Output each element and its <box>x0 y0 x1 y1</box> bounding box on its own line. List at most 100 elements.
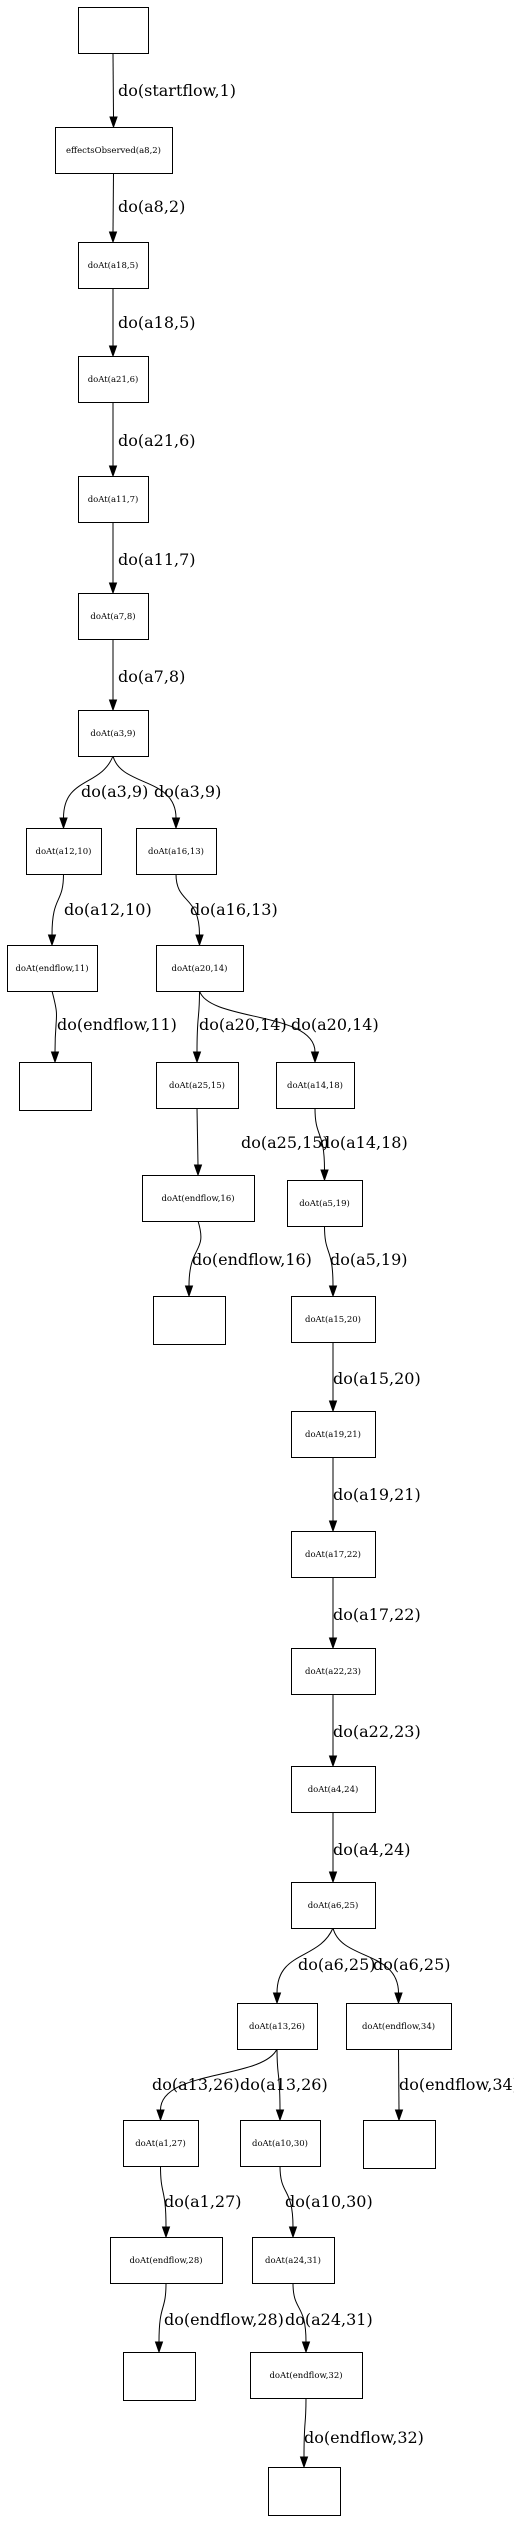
node-n-end-11: doAt(endflow,11) <box>7 945 98 992</box>
node-box <box>78 710 149 757</box>
arrowhead <box>171 817 181 830</box>
node-box <box>142 1175 255 1222</box>
node-box <box>291 1411 376 1458</box>
node-n-a1-27: doAt(a1,27) <box>123 2120 199 2167</box>
node-box <box>26 828 102 875</box>
node-n-a11-7: doAt(a11,7) <box>78 476 149 523</box>
edge-line <box>112 172 114 233</box>
edge-line <box>199 990 316 1053</box>
arrowhead <box>328 1520 338 1533</box>
edge-a3-9-right: do(a3,9) <box>112 755 221 830</box>
arrowhead <box>301 2341 311 2354</box>
node-box <box>291 1766 376 1813</box>
edge-line <box>51 873 64 936</box>
edge-a11-7: do(a11,7) <box>108 522 196 595</box>
node-box <box>123 2120 199 2167</box>
node-box <box>78 7 149 54</box>
edge-label: do(endflow,11) <box>57 1015 177 1034</box>
node-box <box>156 945 244 992</box>
edge-label: do(a17,22) <box>333 1605 421 1624</box>
node-n-end-28: doAt(endflow,28) <box>110 2237 223 2284</box>
node-label: doAt(a1,27) <box>135 2138 186 2149</box>
arrowhead <box>328 1637 338 1650</box>
edge-label: do(a10,30) <box>285 2192 373 2211</box>
edge-a24-31: do(a24,31) <box>285 2282 373 2354</box>
node-n-end-34: doAt(endflow,34) <box>346 2003 452 2050</box>
edge-label: do(a19,21) <box>333 1485 421 1504</box>
node-label: doAt(endflow,34) <box>362 2021 435 2032</box>
node-box <box>7 945 98 992</box>
node-label: doAt(a12,10) <box>36 846 92 857</box>
node-box <box>123 2352 196 2401</box>
node-leaf-11 <box>19 1062 92 1111</box>
edge-label: do(a4,24) <box>333 1840 411 1859</box>
edge-a20-14-right: do(a20,14) <box>199 990 379 1064</box>
arrowhead <box>328 1285 338 1298</box>
edge-label: do(endflow,34) <box>399 2075 514 2094</box>
node-n-a24-31: doAt(a24,31) <box>252 2237 335 2284</box>
edge-label: do(endflow,28) <box>164 2310 284 2329</box>
edge-a15-20: do(a15,20) <box>328 1342 421 1413</box>
edge-label: do(a1,27) <box>164 2192 242 2211</box>
node-box <box>250 2352 363 2399</box>
node-box <box>55 127 173 174</box>
node-box <box>291 1882 376 1929</box>
node-label: doAt(endflow,32) <box>269 2370 342 2381</box>
edge-label: do(a3,9) <box>81 782 148 801</box>
edge-endflow-28: do(endflow,28) <box>154 2282 284 2354</box>
node-box <box>276 1062 355 1109</box>
edge-label: do(a20,14) <box>199 1015 287 1034</box>
node-box <box>19 1062 92 1111</box>
edge-label: do(a20,14) <box>291 1015 379 1034</box>
node-n-a12-10: doAt(a12,10) <box>26 828 102 875</box>
arrowhead <box>328 1400 338 1413</box>
arrowhead <box>310 1051 320 1064</box>
edge-a14-18: do(a14,18) <box>314 1107 408 1182</box>
node-n-a15-20: doAt(a15,20) <box>291 1296 376 1343</box>
edge-label: do(a5,19) <box>330 1250 408 1269</box>
edge-a22-23: do(a22,23) <box>328 1694 421 1768</box>
node-label: doAt(a6,25) <box>308 1900 359 1911</box>
node-leaf-28 <box>123 2352 196 2401</box>
edge-label: do(a3,9) <box>154 782 221 801</box>
edge-a10-30: do(a10,30) <box>279 2165 373 2239</box>
node-label: doAt(a5,19) <box>299 1198 350 1209</box>
edge-a3-9-left: do(a3,9) <box>59 755 148 830</box>
edge-a5-19: do(a5,19) <box>324 1225 408 1298</box>
arrowhead <box>161 2226 171 2239</box>
edge-line <box>292 2282 307 2343</box>
edge-label: do(endflow,16) <box>192 1250 312 1269</box>
arrowhead <box>108 582 118 595</box>
edge-endflow-32: do(endflow,32) <box>299 2397 424 2469</box>
edge-label: do(a16,13) <box>190 900 278 919</box>
node-leaf-34 <box>363 2120 436 2169</box>
arrowhead <box>192 1051 202 1064</box>
edge-a7-8: do(a7,8) <box>108 639 185 712</box>
edge-line <box>112 52 114 118</box>
edge-line <box>188 1220 202 1287</box>
edge-a19-21: do(a19,21) <box>328 1457 421 1533</box>
node-n-a17-22: doAt(a17,22) <box>291 1531 376 1578</box>
edge-a25-15: do(a25,15) <box>193 1107 329 1177</box>
node-n-a18-5: doAt(a18,5) <box>78 242 149 289</box>
node-n-a7-8: doAt(a7,8) <box>78 593 149 640</box>
node-label: doAt(a3,9) <box>90 728 135 739</box>
node-box <box>110 2237 223 2284</box>
edge-endflow-16: do(endflow,16) <box>184 1220 312 1298</box>
node-box <box>291 1648 376 1695</box>
node-n-end-16: doAt(endflow,16) <box>142 1175 255 1222</box>
node-n-a16-13: doAt(a16,13) <box>136 828 217 875</box>
edge-label: do(a11,7) <box>118 550 196 569</box>
arrowhead <box>394 1992 403 2005</box>
edge-line <box>63 755 114 819</box>
arrowhead <box>328 1871 338 1884</box>
node-leaf-32 <box>268 2467 341 2516</box>
edge-label: do(a7,8) <box>118 667 185 686</box>
edge-endflow-11: do(endflow,11) <box>50 990 177 1064</box>
node-box <box>156 1062 239 1109</box>
edge-a17-22: do(a17,22) <box>328 1577 421 1650</box>
node-n-a25-15: doAt(a25,15) <box>156 1062 239 1109</box>
node-label: doAt(a16,13) <box>148 846 204 857</box>
edge-line <box>276 1927 334 1994</box>
node-label: doAt(a22,23) <box>305 1666 361 1677</box>
